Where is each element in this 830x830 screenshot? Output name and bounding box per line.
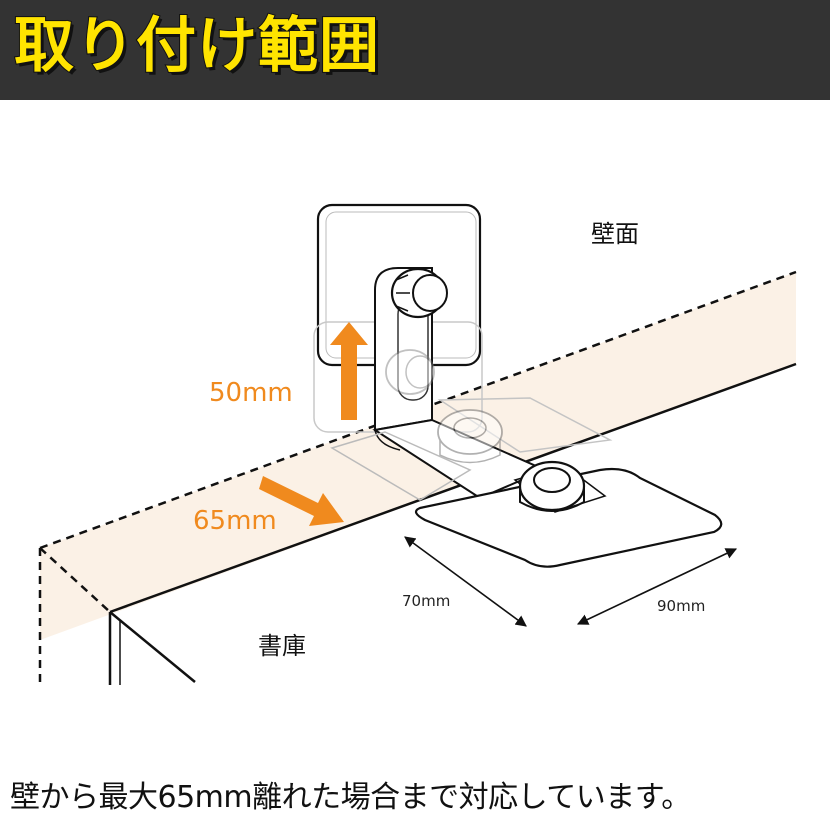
header-banner: 取り付け範囲 — [0, 0, 830, 100]
installation-illustration — [0, 100, 830, 760]
gap-arrow-icon — [259, 476, 344, 526]
width-dimension-line — [576, 548, 738, 625]
mounting-diagram — [38, 203, 797, 685]
width-label: 90mm — [657, 597, 706, 615]
depth-dimension-line — [404, 536, 527, 627]
ghost-base-knob-icon — [437, 409, 503, 464]
gap-range-label: 65mm — [193, 506, 277, 536]
upper-knob-icon — [390, 267, 448, 319]
depth-label: 70mm — [402, 592, 451, 610]
caption-text: 壁から最大65mm離れた場合まで対応しています。 — [10, 780, 691, 815]
wall-label: 壁面 — [591, 220, 639, 248]
page-title: 取り付け範囲 — [13, 10, 380, 82]
ghost-knob-icon — [385, 349, 435, 395]
height-arrow-icon — [330, 322, 368, 420]
height-range-label: 50mm — [209, 378, 293, 408]
bookcase-label: 書庫 — [258, 632, 306, 660]
lower-knob-icon — [518, 460, 586, 512]
bookcase — [108, 362, 797, 685]
